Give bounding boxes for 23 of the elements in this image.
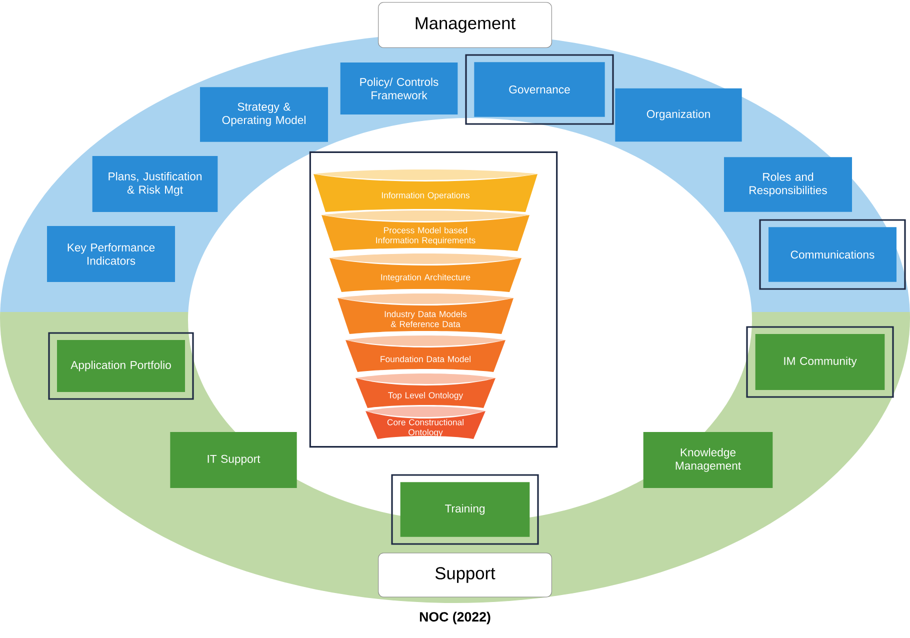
topic-box: Application Portfolio [48, 332, 194, 400]
section-label-box: Support [378, 552, 552, 598]
funnel-layer: Foundation Data Model [346, 336, 506, 372]
funnel-layer: Process Model based Information Requirements [322, 210, 530, 251]
topic-box: Policy/ Controls Framework [340, 62, 458, 114]
topic-box: Governance [465, 54, 614, 125]
topic-box: Key Performance Indicators [47, 226, 175, 282]
funnel-layer: Integration Architecture [330, 254, 522, 292]
funnel-layer: Core Constructional Ontology [366, 406, 486, 439]
topic-box: Knowledge Management [643, 432, 773, 488]
topic-box: IM Community [746, 326, 894, 398]
topic-box: Organization [615, 88, 742, 142]
caption: NOC (2022) [420, 612, 490, 624]
topic-box: Communications [759, 219, 906, 290]
funnel-layer: Top Level Ontology [356, 374, 496, 408]
topic-box: Strategy & Operating Model [200, 87, 328, 142]
topic-box: IT Support [170, 432, 297, 488]
section-label-box: Management [378, 2, 552, 48]
topic-box: Plans, Justification & Risk Mgt [92, 156, 218, 212]
topic-box: Training [391, 474, 539, 545]
topic-box: Roles and Responsibilities [724, 157, 852, 212]
funnel-layer: Information Operations [314, 170, 538, 212]
funnel-layer: Industry Data Models & Reference Data [338, 294, 514, 334]
